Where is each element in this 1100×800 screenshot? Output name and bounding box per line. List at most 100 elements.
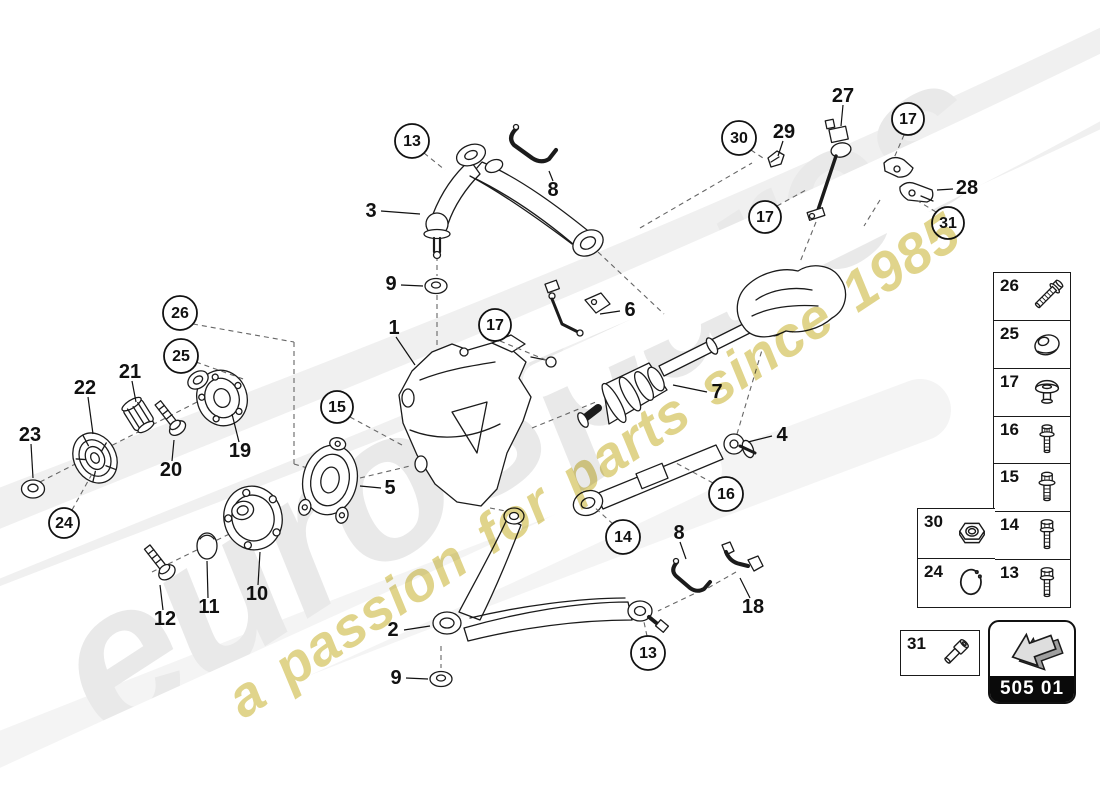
callout-29[interactable]: 29 [773,121,795,157]
svg-text:27: 27 [832,85,854,107]
socket-bolt-icon [1026,418,1068,462]
legend-right-column: 26 25 17 16 15 14 13 [993,272,1071,608]
hex-bolt-icon [1026,562,1068,606]
svg-text:7: 7 [711,381,722,403]
svg-text:16: 16 [717,486,735,503]
callout-27[interactable]: 27 [832,85,854,127]
svg-text:12: 12 [154,608,176,630]
callout-circled-15[interactable]: 15 [320,390,403,446]
svg-text:15: 15 [328,399,346,416]
callout-circled-26[interactable]: 26 [162,295,295,343]
legend-number: 17 [1000,371,1019,391]
callout-9[interactable]: 9 [390,667,429,689]
legend-number: 16 [1000,419,1019,439]
svg-text:13: 13 [639,645,657,662]
svg-text:22: 22 [74,377,96,399]
svg-text:8: 8 [673,522,684,544]
callout-circled-14[interactable]: 14 [592,505,641,555]
callout-3[interactable]: 3 [365,200,421,222]
callout-18[interactable]: 18 [739,577,764,618]
svg-text:30: 30 [730,130,748,147]
callout-8[interactable]: 8 [547,170,559,201]
svg-text:4: 4 [776,424,788,446]
callout-6[interactable]: 6 [599,299,636,321]
svg-text:28: 28 [956,177,978,199]
svg-text:9: 9 [390,667,401,689]
svg-text:21: 21 [119,361,141,383]
callout-20[interactable]: 20 [160,439,182,481]
svg-text:2: 2 [387,619,398,641]
callout-circled-30[interactable]: 30 [721,120,767,161]
callout-19[interactable]: 19 [229,413,251,462]
svg-text:1: 1 [388,317,399,339]
callout-23[interactable]: 23 [19,424,41,479]
legend-cell-16[interactable]: 16 [994,415,1070,464]
legend-left-column: 30 24 [917,508,995,608]
callout-4[interactable]: 4 [747,424,788,446]
callout-circled-17[interactable]: 17 [478,308,547,361]
legend-number: 26 [1000,276,1019,295]
svg-text:25: 25 [172,348,190,365]
callout-circled-25[interactable]: 25 [163,338,247,381]
callout-circled-16[interactable]: 16 [675,462,744,512]
svg-text:26: 26 [171,305,189,322]
snap-ring-icon [951,561,993,605]
callout-12[interactable]: 12 [154,584,176,630]
svg-text:13: 13 [403,133,421,150]
hex-nut-icon [951,511,993,555]
callout-circled-17[interactable]: 17 [748,189,807,234]
legend-number: 13 [1000,563,1019,583]
svg-text:3: 3 [365,200,376,222]
callout-circled-24[interactable]: 24 [48,473,93,539]
cap-screw-icon [931,632,977,676]
legend-number: 25 [1000,323,1019,343]
callout-circled-31[interactable]: 31 [917,200,965,240]
svg-text:8: 8 [547,179,558,201]
back-arrow-tile[interactable]: 505 01 [988,620,1076,704]
legend-number: 24 [924,561,943,581]
callout-5[interactable]: 5 [359,477,396,499]
callout-2[interactable]: 2 [387,619,431,641]
callout-9[interactable]: 9 [385,273,424,295]
svg-text:14: 14 [614,529,632,546]
svg-text:11: 11 [198,596,219,618]
bushing-icon [1026,322,1068,366]
callout-1[interactable]: 1 [388,317,416,366]
callout-21[interactable]: 21 [119,361,141,403]
legend-number: 30 [924,512,943,531]
legend-cell-13[interactable]: 13 [994,559,1070,607]
pan-screw-icon [1026,370,1068,414]
callout-11[interactable]: 11 [198,560,220,618]
parts-linework [20,118,934,688]
svg-text:19: 19 [229,440,251,462]
svg-text:17: 17 [899,111,917,128]
legend-number: 15 [1000,467,1019,487]
hex-bolt-icon [1026,514,1068,558]
svg-text:9: 9 [385,273,396,295]
svg-text:24: 24 [55,515,73,532]
callout-28[interactable]: 28 [936,177,978,199]
svg-text:5: 5 [384,477,395,499]
flange-bolt-icon [1026,466,1068,510]
legend-cell-26[interactable]: 26 [994,273,1070,320]
long-bolt-icon [1026,274,1068,318]
svg-text:18: 18 [742,596,764,618]
legend-cell-15[interactable]: 15 [994,463,1070,511]
legend-cell-24[interactable]: 24 [918,557,995,608]
svg-text:17: 17 [486,317,504,334]
legend-cell-25[interactable]: 25 [994,319,1070,368]
callout-10[interactable]: 10 [246,551,268,605]
page-code-badge: 505 01 [990,676,1074,702]
legend-cell-31[interactable]: 31 [900,630,980,676]
callout-circled-13[interactable]: 13 [630,621,666,671]
svg-text:31: 31 [939,215,957,232]
callout-circled-13[interactable]: 13 [394,123,446,171]
callout-8[interactable]: 8 [673,522,687,560]
legend-cell-14[interactable]: 14 [994,511,1070,559]
legend-cell-17[interactable]: 17 [994,367,1070,416]
callout-circled-17[interactable]: 17 [891,102,925,159]
callout-7[interactable]: 7 [672,381,723,403]
legend-cell-30[interactable]: 30 [918,509,995,558]
callout-22[interactable]: 22 [74,377,96,435]
